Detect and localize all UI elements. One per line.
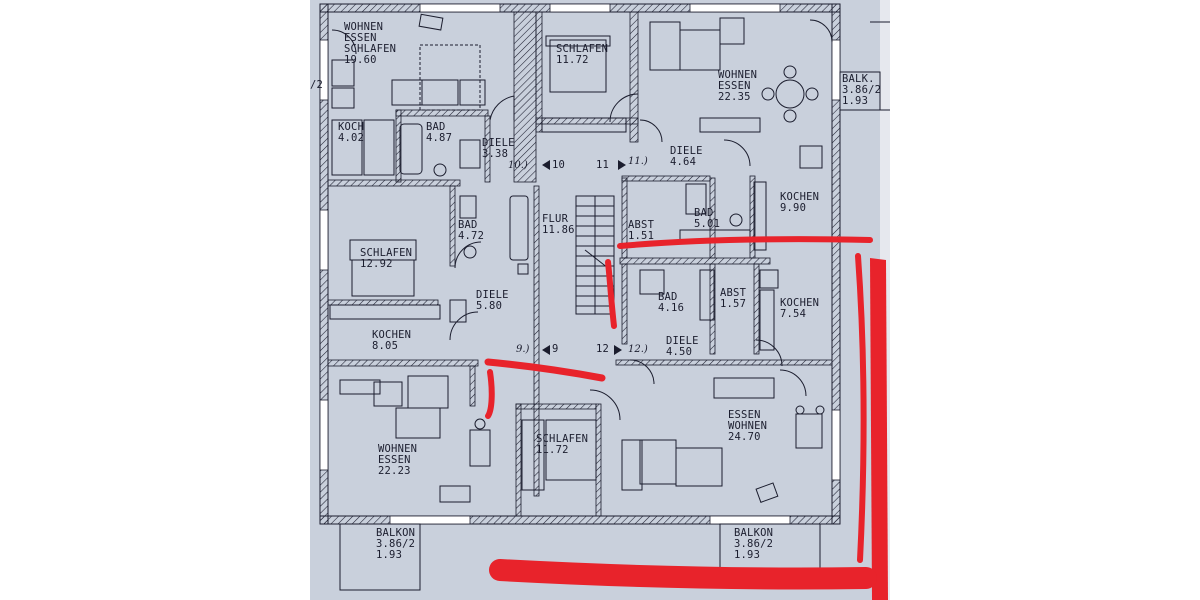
handwritten-unit-11: 11.) [628,156,648,167]
furniture [329,13,825,503]
handwritten-unit-9: 9.) [516,344,530,355]
unit-number-11: 11 [596,159,610,171]
unit-markers [542,160,626,355]
staircase [575,195,615,315]
windows [319,3,841,525]
unit-number-10: 10 [552,159,566,171]
edge-fragment: /2 [310,79,324,91]
unit-number-9: 9 [552,343,559,355]
floor-plan-drawing [310,0,890,600]
highlight-marks [484,236,888,600]
handwritten-unit-12: 12.) [628,344,648,355]
door-swings [331,19,833,421]
unit-number-12: 12 [596,343,610,355]
handwritten-unit-10: 10.) [508,160,528,171]
